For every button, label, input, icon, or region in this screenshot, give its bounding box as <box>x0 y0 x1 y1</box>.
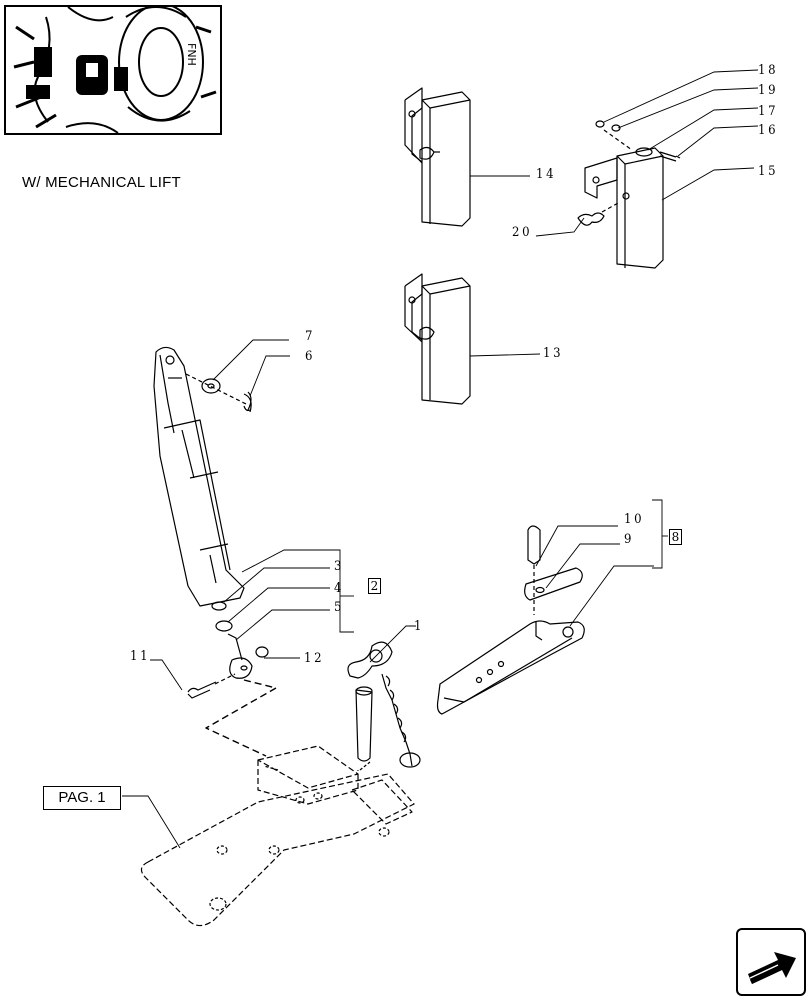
callout-13: 13 <box>543 346 564 361</box>
section-caption: W/ MECHANICAL LIFT <box>22 174 181 191</box>
svg-text:FNH: FNH <box>185 43 198 66</box>
callout-9: 9 <box>624 532 635 547</box>
top-link-assembly <box>153 346 245 607</box>
callout-16: 16 <box>758 123 779 138</box>
callout-6: 6 <box>305 349 316 364</box>
callout-2-boxed: 2 <box>368 578 381 594</box>
next-page-arrow-icon[interactable] <box>736 928 806 996</box>
callout-11: 11 <box>130 649 151 664</box>
callout-18: 18 <box>758 63 779 78</box>
callout-5: 5 <box>334 600 345 615</box>
callout-3: 3 <box>334 559 345 574</box>
page-reference-label[interactable]: PAG. 1 <box>43 786 121 810</box>
callout-15: 15 <box>758 164 779 179</box>
callout-7: 7 <box>305 329 316 344</box>
callout-8-boxed: 8 <box>669 529 682 545</box>
part-1-hitch-pin <box>347 641 421 768</box>
callout-4: 4 <box>334 581 345 596</box>
callout-12: 12 <box>304 651 325 666</box>
part-15-post <box>584 147 664 269</box>
drawbar-assembly <box>436 525 585 715</box>
callout-17: 17 <box>758 104 779 119</box>
callout-19: 19 <box>758 83 779 98</box>
callout-14: 14 <box>536 167 557 182</box>
part-14-upright-post <box>404 87 471 227</box>
callout-10: 10 <box>624 512 645 527</box>
drawbar-frame <box>140 745 415 927</box>
callout-1: 1 <box>414 619 425 634</box>
callout-20: 20 <box>512 225 533 240</box>
tractor-thumbnail: FNH <box>4 5 222 135</box>
part-13-upright-post <box>404 273 471 405</box>
